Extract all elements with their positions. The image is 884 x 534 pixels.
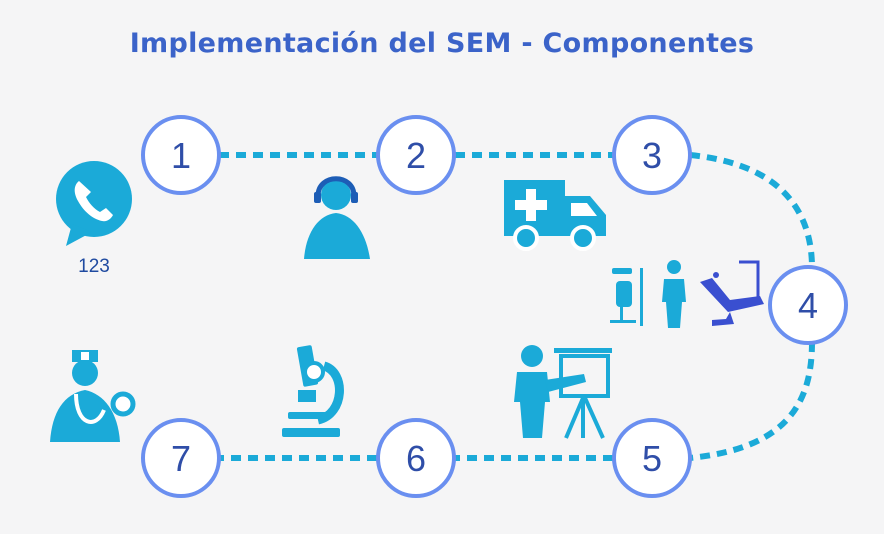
diagram-title: Implementación del SEM - Componentes bbox=[129, 28, 755, 59]
step-circle-6: 6 bbox=[376, 418, 456, 498]
step-circle-3: 3 bbox=[612, 115, 692, 195]
step-circle-1: 1 bbox=[141, 115, 221, 195]
presentation-training-icon bbox=[514, 345, 612, 439]
microscope-icon bbox=[282, 345, 344, 437]
step-number-3: 3 bbox=[642, 135, 662, 176]
phone-number-label: 123 bbox=[78, 256, 110, 277]
ambulance-icon bbox=[504, 180, 606, 251]
connector-lines bbox=[219, 152, 815, 461]
connector-3-4 bbox=[689, 152, 815, 269]
step-number-7: 7 bbox=[171, 438, 191, 479]
step-number-2: 2 bbox=[406, 135, 426, 176]
step-circle-4: 4 bbox=[768, 265, 848, 345]
step-circle-5: 5 bbox=[612, 418, 692, 498]
phone-icon bbox=[56, 161, 132, 246]
step-number-6: 6 bbox=[406, 438, 426, 479]
step-number-5: 5 bbox=[642, 438, 662, 479]
step-circles: 1 2 3 4 5 6 7 bbox=[141, 115, 848, 498]
dispatcher-headset-icon bbox=[304, 176, 370, 259]
connector-4-5 bbox=[689, 341, 815, 461]
step-number-4: 4 bbox=[798, 285, 818, 326]
nurse-icon bbox=[50, 350, 136, 442]
step-circle-7: 7 bbox=[141, 418, 221, 498]
step-circle-2: 2 bbox=[376, 115, 456, 195]
step-number-1: 1 bbox=[171, 135, 191, 176]
hospital-equipment-icon bbox=[610, 260, 764, 328]
